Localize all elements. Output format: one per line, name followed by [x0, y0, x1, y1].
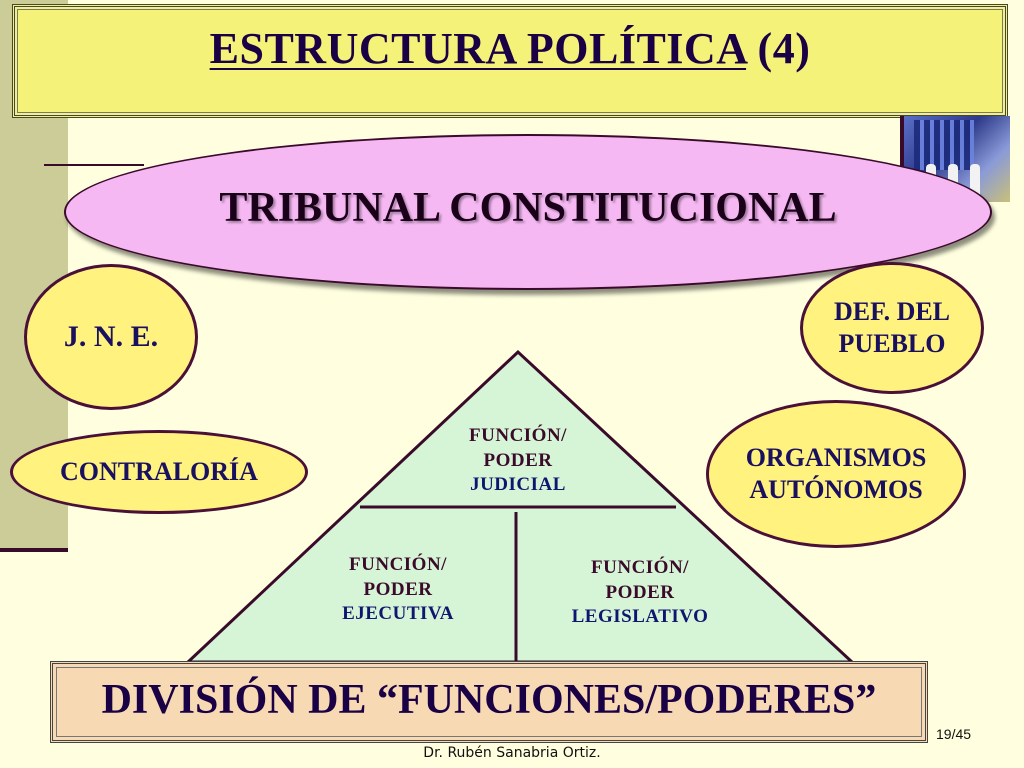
contraloria-label: CONTRALORÍA: [60, 456, 258, 486]
funcion-judicial-label: FUNCIÓN/ PODER JUDICIAL: [438, 424, 598, 498]
organismos-label-line1: ORGANISMOS: [745, 442, 927, 472]
judicial-line1: FUNCIÓN/: [469, 425, 567, 446]
organismos-autonomos-oval: ORGANISMOS AUTÓNOMOS: [706, 400, 966, 548]
judicial-line3: JUDICIAL: [470, 474, 566, 496]
jne-label: J. N. E.: [63, 320, 159, 354]
ejecutiva-line2: PODER: [363, 578, 433, 600]
tribunal-label: TRIBUNAL CONSTITUCIONAL: [219, 185, 837, 231]
title-box: ESTRUCTURA POLÍTICA (4): [12, 4, 1008, 118]
division-label: DIVISIÓN DE “FUNCIONES/PODERES”: [101, 677, 877, 723]
funcion-legislativo-label: FUNCIÓN/ PODER LEGISLATIVO: [552, 556, 728, 630]
slide-title: ESTRUCTURA POLÍTICA (4): [15, 23, 1005, 74]
ejecutiva-line1: FUNCIÓN/: [349, 554, 447, 575]
legislativo-line3: LEGISLATIVO: [571, 606, 709, 628]
organismos-label-line2: AUTÓNOMOS: [749, 475, 923, 504]
defensor-label-line1: DEF. DEL: [833, 296, 951, 326]
legislativo-line2: PODER: [605, 581, 675, 603]
jne-oval: J. N. E.: [24, 264, 198, 410]
ejecutiva-line3: EJECUTIVA: [342, 603, 454, 625]
judicial-line2: PODER: [483, 449, 553, 471]
legislativo-line1: FUNCIÓN/: [591, 557, 689, 578]
page-number: 19/45: [936, 726, 972, 742]
slide-title-suffix: (4): [746, 24, 811, 73]
author-footer: Dr. Rubén Sanabria Ortiz.: [423, 745, 601, 761]
division-box: DIVISIÓN DE “FUNCIONES/PODERES”: [50, 661, 928, 743]
slide-title-main: ESTRUCTURA POLÍTICA: [209, 24, 747, 73]
defensor-label-line2: PUEBLO: [838, 329, 946, 358]
contraloria-oval: CONTRALORÍA: [10, 430, 308, 514]
defensor-del-pueblo-oval: DEF. DEL PUEBLO: [800, 262, 984, 394]
tribunal-constitucional-oval: TRIBUNAL CONSTITUCIONAL: [64, 134, 992, 290]
decorative-line: [44, 164, 144, 166]
funcion-ejecutiva-label: FUNCIÓN/ PODER EJECUTIVA: [316, 553, 480, 627]
